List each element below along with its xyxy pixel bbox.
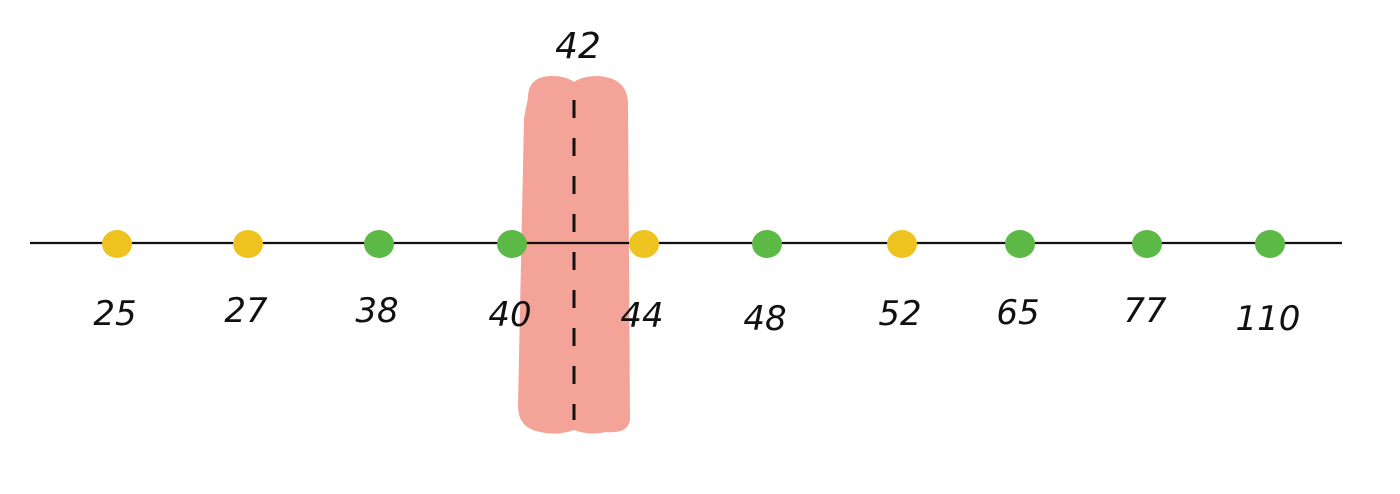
- point-label: 38: [355, 291, 398, 331]
- point-dot: [629, 230, 659, 258]
- point-40: 40: [488, 230, 532, 335]
- point-48: 48: [743, 230, 787, 339]
- point-77: 77: [1123, 230, 1167, 331]
- point-110: 110: [1236, 230, 1301, 339]
- point-dot: [1005, 230, 1035, 258]
- point-38: 38: [355, 230, 399, 331]
- point-label: 77: [1123, 291, 1167, 331]
- point-dot: [1132, 230, 1162, 258]
- point-label: 110: [1236, 299, 1301, 339]
- point-dot: [364, 230, 394, 258]
- split-label: 42: [555, 26, 601, 67]
- point-27: 27: [224, 230, 268, 331]
- point-25: 25: [93, 230, 137, 334]
- point-label: 52: [878, 294, 921, 334]
- point-65: 65: [996, 230, 1040, 333]
- point-dot: [102, 230, 132, 258]
- point-label: 40: [488, 295, 531, 335]
- point-52: 52: [878, 230, 922, 334]
- point-label: 27: [224, 291, 268, 331]
- point-dot: [233, 230, 263, 258]
- point-dot: [1255, 230, 1285, 258]
- point-label: 48: [743, 299, 786, 339]
- point-label: 25: [93, 294, 136, 334]
- point-44: 44: [620, 230, 664, 336]
- point-dot: [887, 230, 917, 258]
- point-label: 65: [996, 293, 1039, 333]
- points-group: 25 27 38 40 44 48 52 65 77 110: [93, 230, 1300, 339]
- point-label: 44: [620, 296, 663, 336]
- point-dot: [752, 230, 782, 258]
- point-dot: [497, 230, 527, 258]
